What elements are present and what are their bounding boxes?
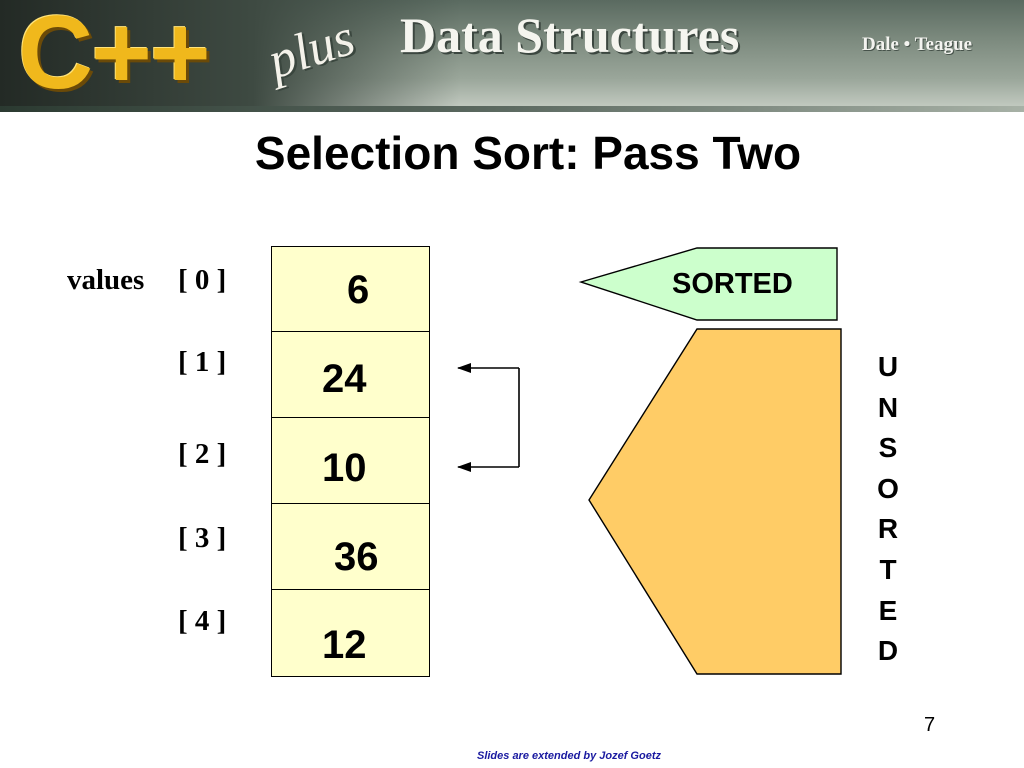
cell-value-2: 10 bbox=[322, 446, 367, 490]
unsorted-label: U N S O R T E D bbox=[876, 347, 900, 672]
index-label-0: [ 0 ] bbox=[178, 264, 227, 296]
unsorted-letter: N bbox=[877, 391, 899, 423]
banner-shade bbox=[0, 0, 460, 112]
unsorted-letter: T bbox=[879, 553, 897, 585]
unsorted-letter: O bbox=[877, 472, 899, 504]
unsorted-letter: S bbox=[878, 432, 898, 464]
cell-value-3: 36 bbox=[334, 535, 379, 579]
index-label-2: [ 2 ] bbox=[178, 438, 227, 470]
logo-authors: Dale • Teague bbox=[862, 34, 973, 55]
slide-title: Selection Sort: Pass Two bbox=[254, 127, 802, 179]
sorted-label: SORTED bbox=[672, 268, 793, 300]
cell-divider-4 bbox=[271, 589, 430, 590]
cell-divider-1 bbox=[271, 331, 430, 332]
logo-title: Data Structures bbox=[400, 7, 740, 63]
unsorted-letter: D bbox=[877, 635, 899, 667]
cell-value-4: 12 bbox=[322, 623, 367, 667]
array-column bbox=[271, 246, 430, 677]
sorted-pointer-shape bbox=[578, 247, 838, 321]
unsorted-letter: U bbox=[877, 351, 899, 382]
page-number: 7 bbox=[924, 714, 936, 736]
cell-divider-3 bbox=[271, 503, 430, 504]
cell-divider-2 bbox=[271, 417, 430, 418]
index-label-4: [ 4 ] bbox=[178, 605, 227, 637]
header-banner: C++ plus Data Structures Dale • Teague bbox=[0, 0, 1024, 112]
cell-value-1: 24 bbox=[322, 357, 367, 401]
unsorted-pointer-shape bbox=[588, 328, 842, 675]
swap-bracket-arrow bbox=[457, 363, 520, 472]
unsorted-letter: E bbox=[878, 594, 898, 626]
unsorted-letter: R bbox=[877, 513, 899, 545]
index-label-3: [ 3 ] bbox=[178, 522, 227, 554]
footer-credit: Slides are extended by Jozef Goetz bbox=[476, 750, 661, 762]
logo-cpp: C++ bbox=[18, 0, 211, 111]
banner-bottom-strip bbox=[0, 106, 1024, 112]
array-name-label: values bbox=[67, 264, 145, 296]
cell-value-0: 6 bbox=[347, 268, 370, 312]
index-label-1: [ 1 ] bbox=[178, 346, 227, 378]
